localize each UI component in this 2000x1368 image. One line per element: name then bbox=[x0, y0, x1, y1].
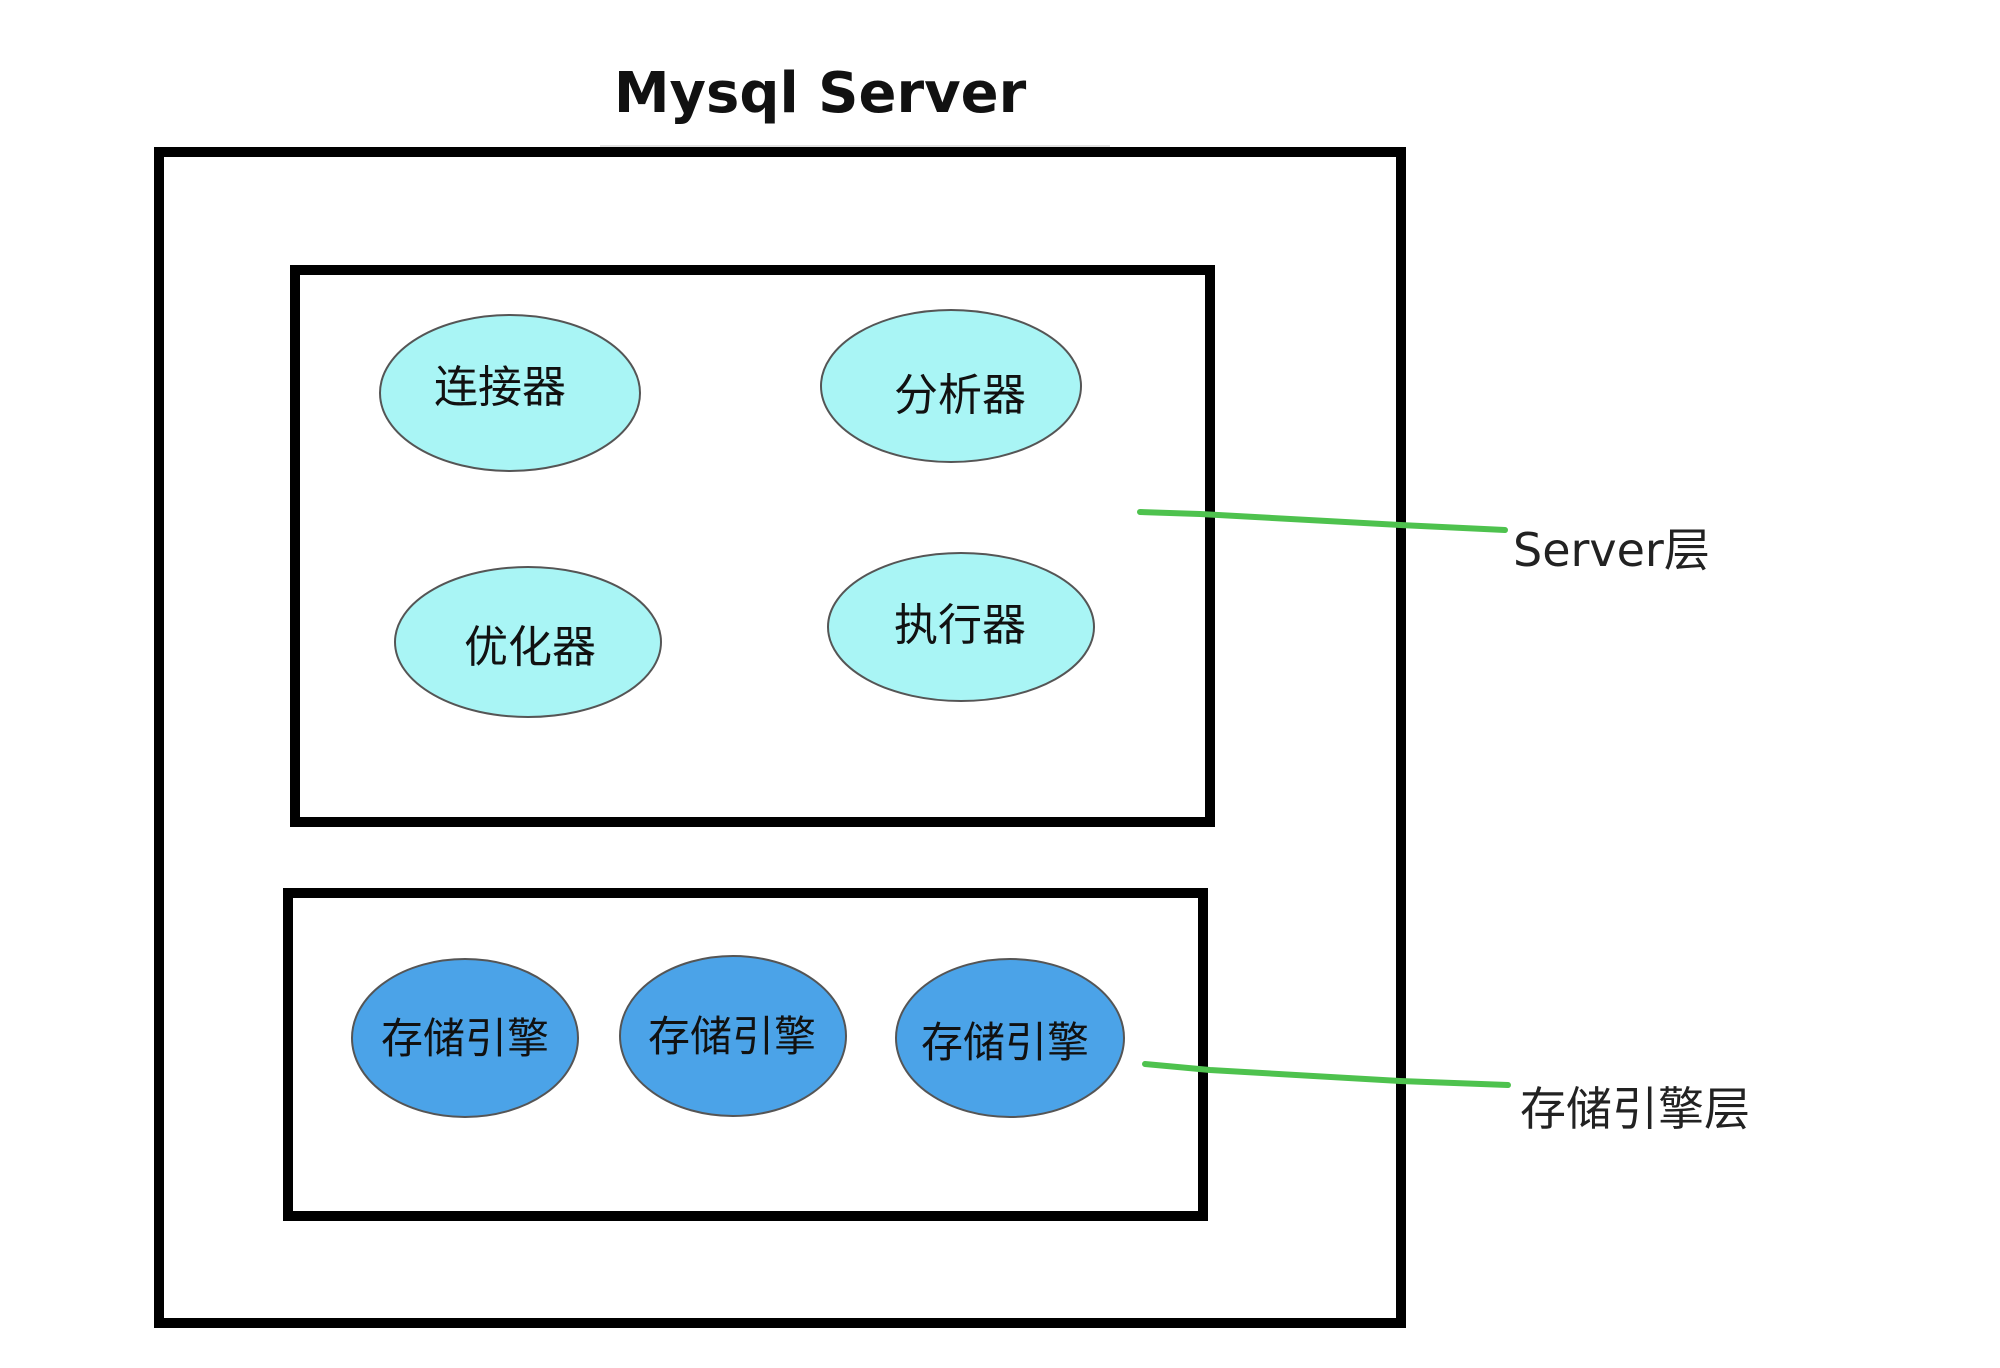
storage-engine-node-3-label: 存储引擎 bbox=[921, 1018, 1089, 1067]
storage-engine-node-1-shape bbox=[351, 958, 579, 1118]
analyzer-node: 分析器 bbox=[820, 309, 1082, 463]
storage-engine-node-1: 存储引擎 bbox=[351, 958, 579, 1118]
storage-engine-node-2-shape bbox=[619, 955, 847, 1117]
storage-engine-node-3: 存储引擎 bbox=[895, 958, 1125, 1118]
server-layer-box bbox=[290, 265, 1215, 827]
mysql-server-box bbox=[154, 147, 1406, 1328]
analyzer-node-label: 分析器 bbox=[894, 370, 1026, 421]
optimizer-node-shape bbox=[394, 566, 662, 718]
connector-node: 连接器 bbox=[379, 314, 641, 472]
executor-node-label: 执行器 bbox=[894, 600, 1026, 651]
diagram-title: Mysql Server bbox=[614, 61, 1027, 126]
storage-layer-pointer-line bbox=[1142, 1061, 1511, 1088]
storage-engine-node-1-label: 存储引擎 bbox=[381, 1014, 549, 1063]
server-layer-pointer-line bbox=[1137, 509, 1508, 533]
connector-node-label: 连接器 bbox=[434, 362, 566, 413]
executor-node-shape bbox=[827, 552, 1095, 702]
storage-layer-box bbox=[283, 888, 1208, 1221]
executor-node: 执行器 bbox=[827, 552, 1095, 702]
storage-engine-node-2-label: 存储引擎 bbox=[648, 1012, 816, 1061]
optimizer-node-label: 优化器 bbox=[464, 622, 596, 673]
storage-engine-node-2: 存储引擎 bbox=[619, 955, 847, 1117]
storage-engine-node-3-shape bbox=[895, 958, 1125, 1118]
connector-node-shape bbox=[379, 314, 641, 472]
server-layer-label: Server层 bbox=[1513, 523, 1710, 577]
analyzer-node-shape bbox=[820, 309, 1082, 463]
storage-layer-label: 存储引擎层 bbox=[1520, 1082, 1750, 1136]
optimizer-node: 优化器 bbox=[394, 566, 662, 718]
